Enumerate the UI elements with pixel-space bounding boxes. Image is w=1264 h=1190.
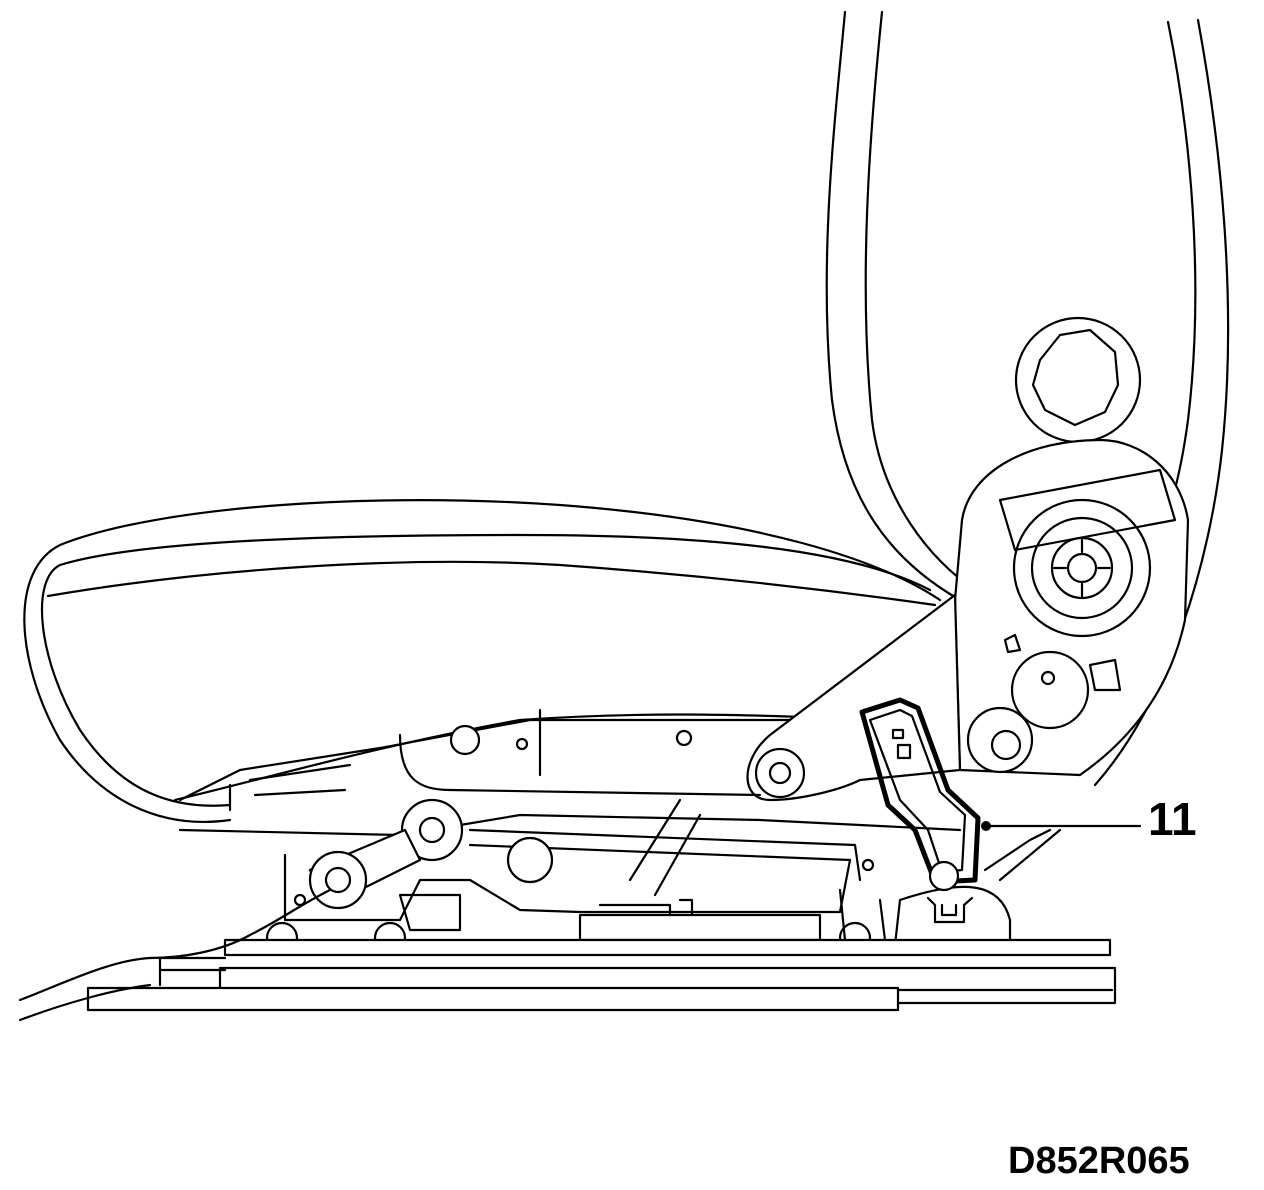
release-lever [859,697,981,924]
seat-frame [178,708,962,837]
figure-id: D852R065 [1008,1140,1190,1182]
recliner-mechanism [953,438,1190,777]
seat-rails [86,938,1117,1012]
side-bracket [746,593,962,802]
callout-leader [981,821,1142,831]
callout-number: 11 [1148,793,1197,845]
floor-carpet [18,888,332,1022]
recliner-knob [1014,316,1142,444]
